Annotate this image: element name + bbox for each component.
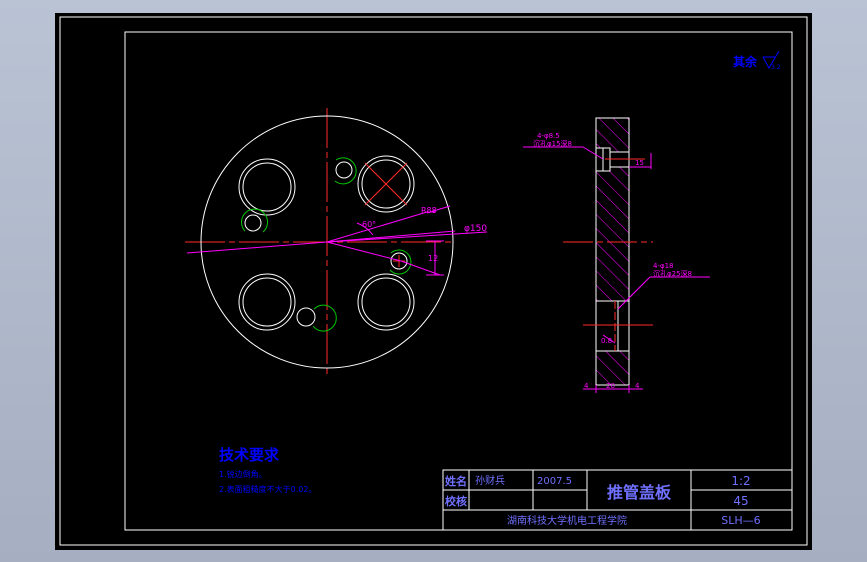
tb-designer-label: 姓名 xyxy=(445,474,467,488)
tb-date: 2007.5 xyxy=(537,476,572,487)
hole-bottom-size: 4-φ18 xyxy=(653,262,674,270)
tech-req-item-2: 2.表面粗糙度不大于0.02。 xyxy=(219,484,316,494)
dim-chamfer: 0.8 xyxy=(601,337,612,345)
dim-width-left: 4 xyxy=(584,382,589,390)
hole-bottom-note: 沉孔φ25深8 xyxy=(653,269,692,278)
dim-counterbore: 15 xyxy=(635,159,644,167)
tech-req-title: 技术要求 xyxy=(219,446,280,464)
large-hole-bl-outer xyxy=(238,273,296,331)
dim-width-right: 4 xyxy=(635,382,640,390)
hole-top-size: 4-φ8.5 xyxy=(537,132,560,140)
large-hole-tr-outer xyxy=(357,155,415,213)
cad-drawing: 其余 3.2 xyxy=(59,16,808,546)
surface-finish-icon: 3.2 xyxy=(762,50,781,71)
dim-radius-large: R88 xyxy=(421,206,437,215)
front-view: 60° R88 φ150 12 xyxy=(185,108,487,375)
tech-req-item-1: 1.锐边倒角。 xyxy=(219,469,267,479)
dim-width-main: 20 xyxy=(606,382,615,390)
large-hole-tl-inner xyxy=(242,162,292,212)
small-hole-4 xyxy=(390,252,408,270)
tech-requirements: 技术要求 1.锐边倒角。 2.表面粗糙度不大于0.02。 xyxy=(219,446,316,494)
svg-text:3.2: 3.2 xyxy=(771,64,781,71)
tb-drawing-no: SLH—6 xyxy=(721,514,760,527)
dim-offset: 12 xyxy=(428,254,438,263)
plate-outline xyxy=(200,115,454,369)
large-hole-br-outer xyxy=(357,273,415,331)
tb-checker-label: 校核 xyxy=(445,494,467,508)
small-hole-2 xyxy=(244,214,262,232)
tb-scale: 1:2 xyxy=(731,474,750,488)
large-hole-bl-inner xyxy=(242,277,292,327)
cad-viewport[interactable]: 其余 3.2 xyxy=(55,13,812,550)
small-hole-3 xyxy=(296,307,316,327)
surface-finish-note: 其余 xyxy=(733,54,758,69)
tb-material: 45 xyxy=(733,494,748,508)
outer-frame xyxy=(59,16,808,546)
dim-diameter: φ150 xyxy=(464,224,487,234)
small-hole-1 xyxy=(335,161,353,179)
large-hole-br-inner xyxy=(361,277,411,327)
title-block xyxy=(442,469,793,531)
tb-part-name: 推管盖板 xyxy=(607,483,672,502)
tb-school: 湖南科技大学机电工程学院 xyxy=(507,514,627,527)
side-view: 4-φ8.5 沉孔φ15深8 4-φ18 沉孔φ25深8 15 0.8 4 20… xyxy=(523,117,710,393)
large-hole-tr-inner xyxy=(361,159,411,209)
tb-designer-name: 孙财兵 xyxy=(475,474,505,487)
hole-top-note: 沉孔φ15深8 xyxy=(533,139,572,148)
large-hole-tl-outer xyxy=(238,158,296,216)
dim-angle: 60° xyxy=(362,220,376,229)
